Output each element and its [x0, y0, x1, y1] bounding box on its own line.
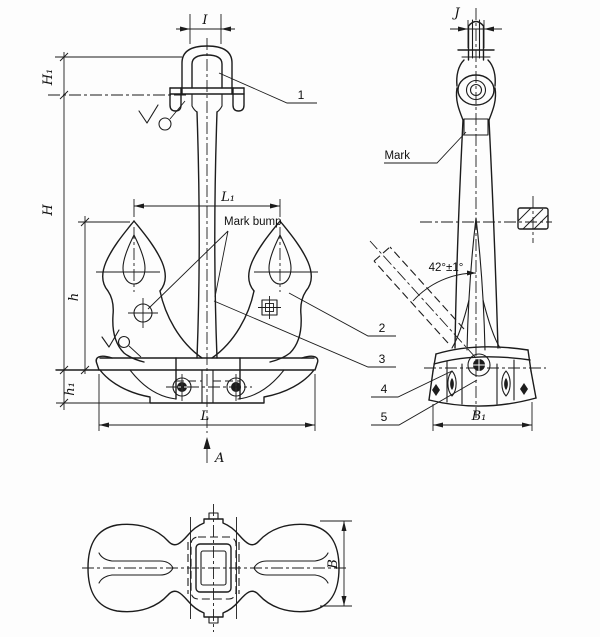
fluke-swing-annotation: 42°±1° [369, 240, 477, 359]
angle-label: 42°±1° [429, 262, 464, 274]
dim-I: I [176, 13, 235, 44]
crown-lug-left [447, 370, 457, 397]
dim-L1: L₁ [133, 190, 281, 217]
mark-bump-callout: Mark bump [147, 216, 282, 310]
part-label-1: 1 [298, 88, 305, 102]
fluke-circle-feature [128, 298, 158, 328]
shackle-side [457, 19, 495, 61]
mark-bump-label: Mark bump [224, 216, 282, 228]
side-view: 42°±1° [369, 8, 552, 418]
dim-B1: B₁ [432, 402, 533, 431]
part-callout-3: 3 [213, 300, 396, 368]
crown-bolt-right [226, 374, 246, 401]
part-label-2: 2 [379, 321, 386, 335]
part-label-4: 4 [381, 382, 388, 396]
section-symbol-hatch [517, 196, 549, 243]
dim-label-h1: h₁ [63, 382, 78, 396]
dim-label-h: h [67, 293, 82, 301]
fluke-square-feature [258, 296, 281, 319]
dim-L: L [98, 374, 316, 431]
dim-h1: h₁ [63, 382, 78, 396]
crown-lug-right [501, 370, 511, 397]
flukes-front [96, 220, 318, 363]
mark-label: Mark [384, 150, 410, 162]
dim-J: J [450, 6, 502, 48]
plan-top-boss [208, 512, 219, 520]
plan-bottom-boss [208, 616, 219, 624]
surface-finish-icon [101, 329, 142, 358]
view-arrow-A: A [203, 437, 224, 466]
crown-rivet-right [520, 383, 528, 395]
annotations: Mark bump Mark 1 2 3 4 5 [101, 72, 478, 426]
dim-label-L1: L₁ [220, 190, 235, 205]
dim-B: B [320, 520, 352, 607]
part-callout-2: 2 [288, 292, 396, 337]
dim-label-H: H [41, 204, 56, 217]
part-callout-4: 4 [371, 370, 453, 398]
part-callout-5: 5 [371, 379, 478, 426]
shackle-front [169, 45, 245, 113]
plan-hidden-square [190, 536, 237, 600]
part-callout-1: 1 [218, 72, 317, 104]
plan-shank-socket [195, 543, 232, 593]
plan-view [82, 504, 348, 632]
surface-finish-icon [138, 100, 186, 131]
crown-rivet-left [432, 384, 440, 396]
anchor-eye [455, 59, 497, 121]
dim-label-L: L [200, 409, 210, 424]
dim-H1: H₁ [41, 52, 182, 410]
dim-H: H [41, 204, 56, 217]
dim-label-H1: H₁ [41, 69, 56, 87]
plan-outline [87, 518, 340, 618]
shank-side [451, 118, 501, 351]
plan-shank-hole [200, 550, 227, 586]
crown-pin-boss [467, 353, 491, 377]
view-label-A: A [214, 451, 224, 466]
dim-label-J: J [451, 6, 460, 21]
part-label-3: 3 [379, 352, 386, 366]
dim-label-I: I [201, 13, 208, 28]
shank-front [196, 111, 218, 359]
crown-side [424, 346, 546, 407]
front-view [48, 38, 319, 433]
plan-fluke-prongs [98, 552, 329, 584]
dimensions: I H₁ H h h₁ L₁ L [41, 6, 533, 607]
crown-front [55, 355, 319, 404]
mark-plate [463, 118, 489, 136]
dim-label-B1: B₁ [471, 409, 487, 424]
part-label-5: 5 [381, 410, 388, 424]
dim-h: h [67, 216, 130, 375]
dim-label-B: B [326, 559, 341, 570]
mark-callout: Mark [384, 131, 467, 164]
angle-arc [412, 272, 477, 302]
